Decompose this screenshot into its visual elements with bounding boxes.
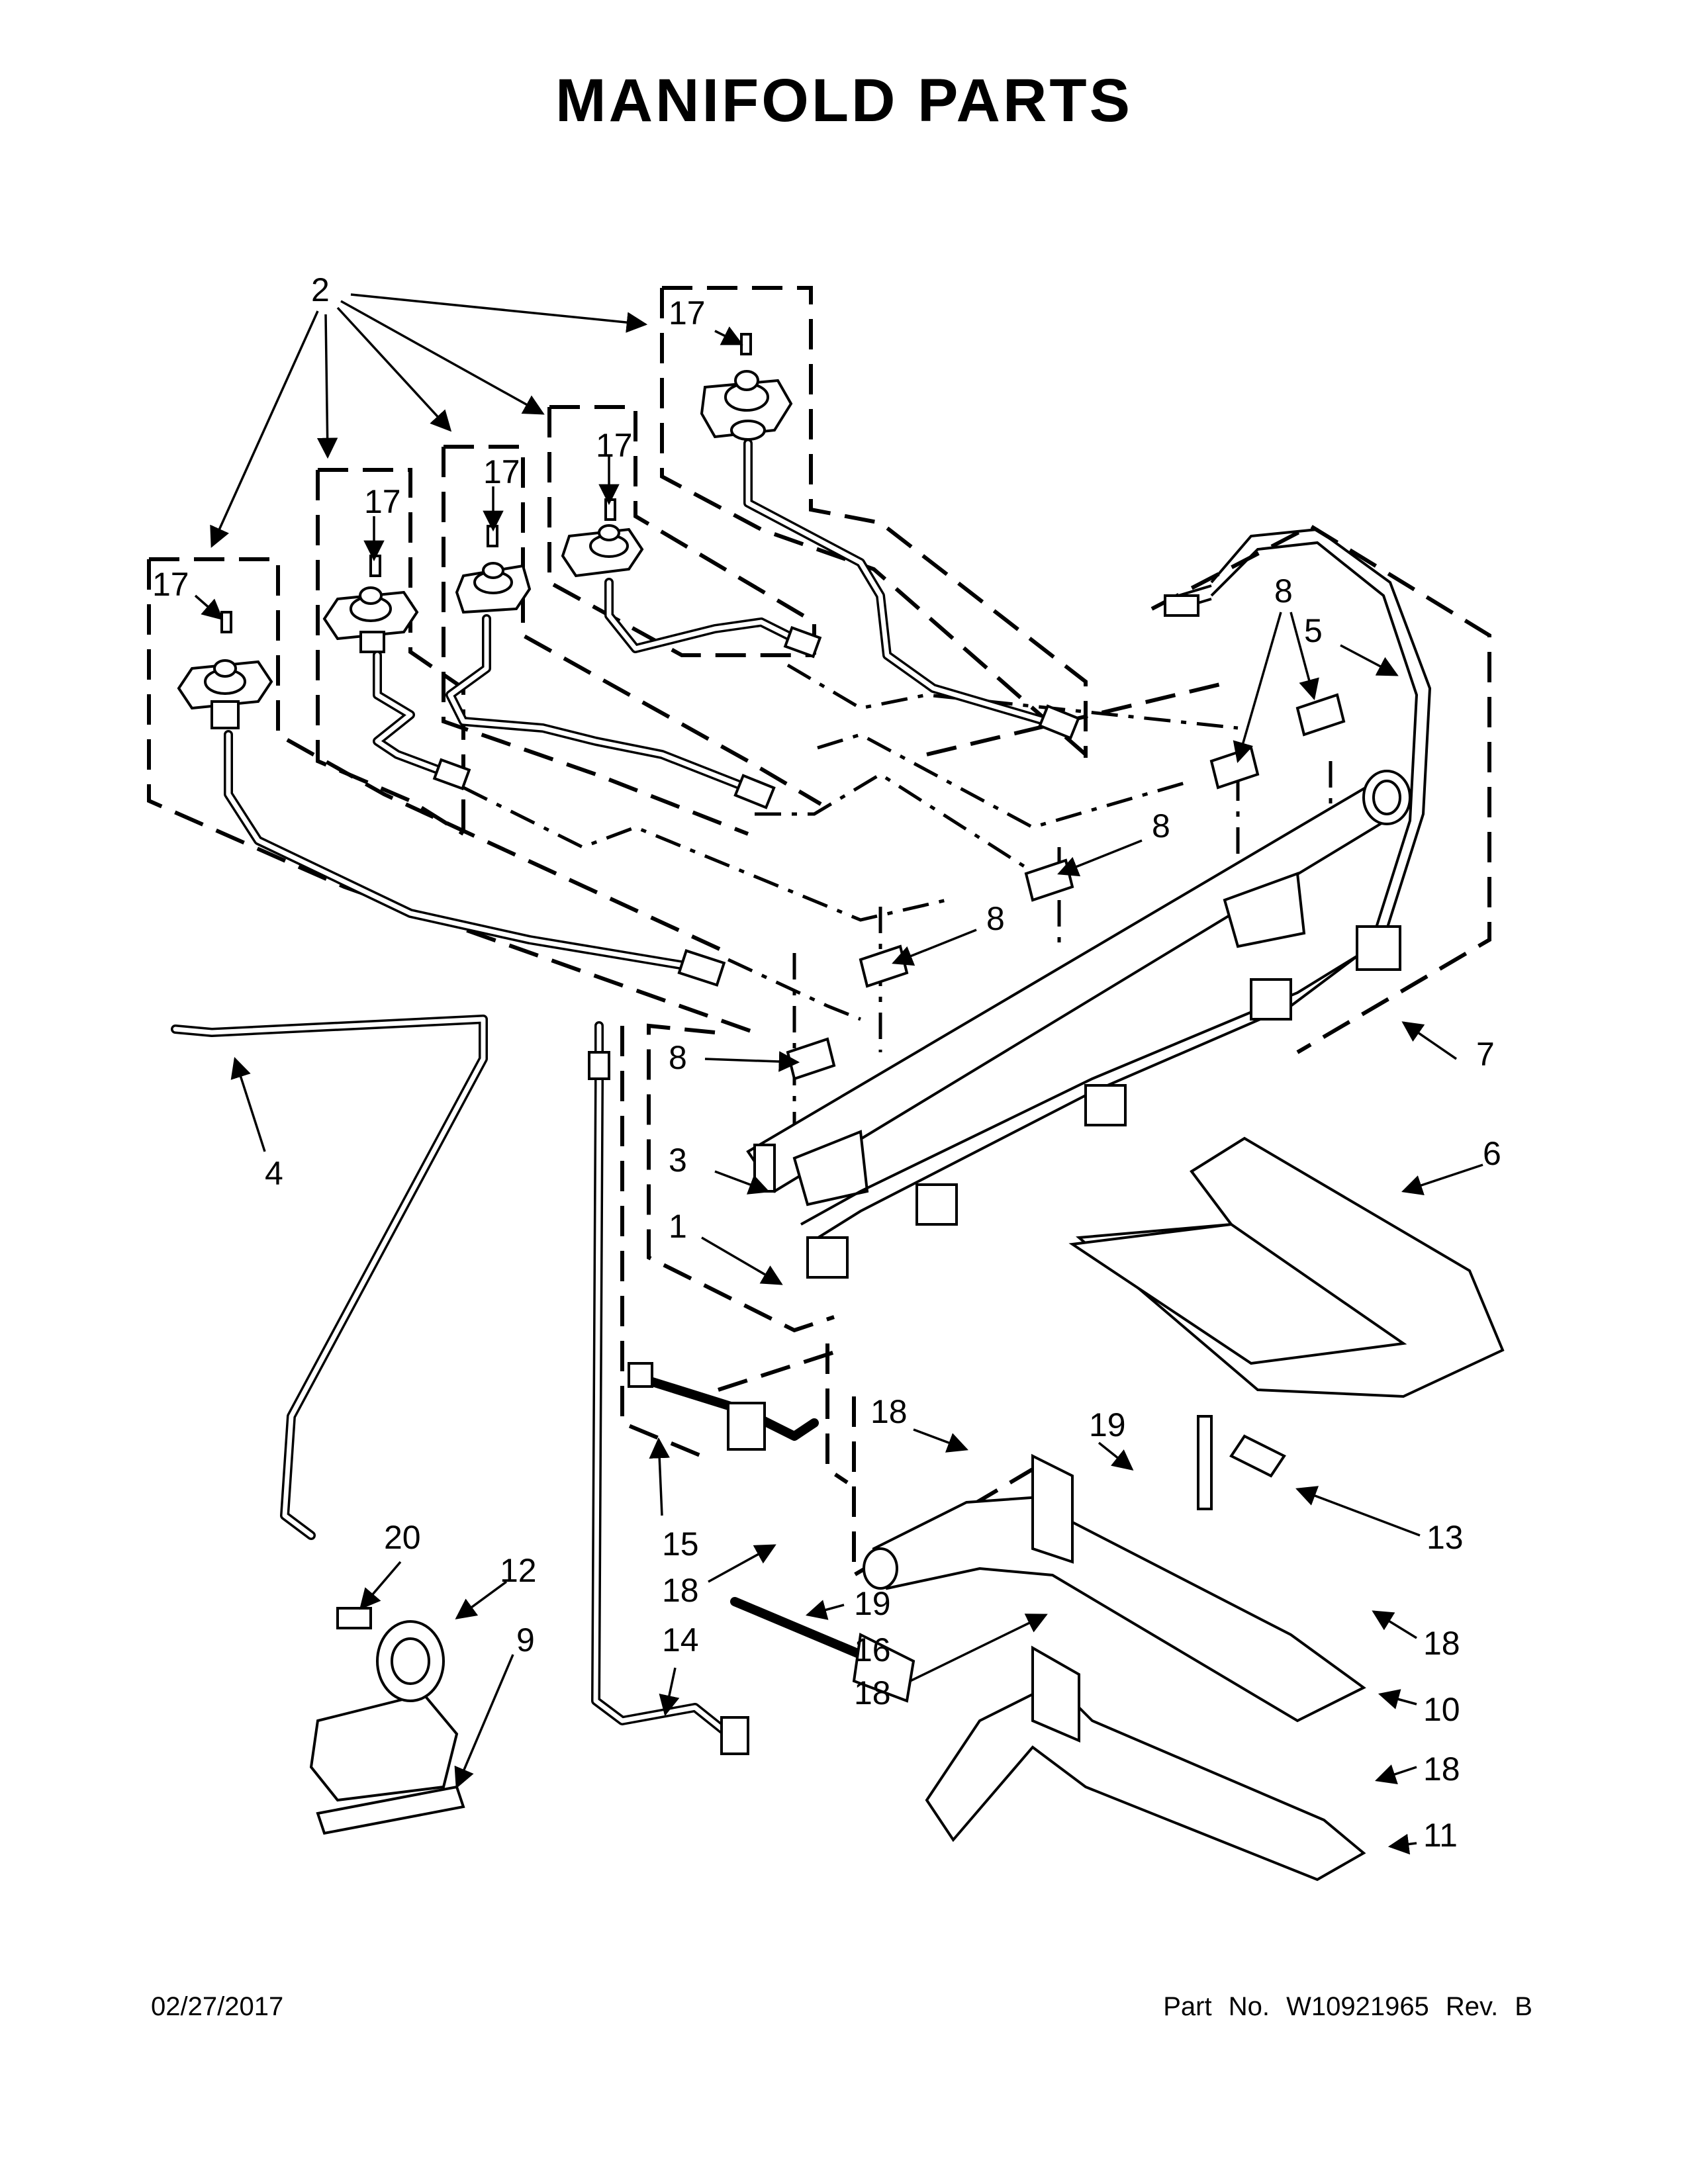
callout-2: 2 — [311, 271, 330, 308]
callout-17: 17 — [669, 295, 706, 332]
pilot-tube — [171, 1015, 488, 1540]
oven-burner-upper — [863, 1453, 1366, 1723]
callout-18: 18 — [854, 1674, 891, 1711]
igniter-16 — [730, 1597, 915, 1703]
callout-10: 10 — [1423, 1691, 1460, 1728]
callout-14: 14 — [662, 1621, 699, 1659]
callout-18: 18 — [1423, 1625, 1460, 1662]
callout-6: 6 — [1483, 1135, 1501, 1172]
callout-19: 19 — [854, 1585, 891, 1622]
callout-8: 8 — [669, 1039, 687, 1076]
igniter-13 — [1197, 1415, 1286, 1510]
callout-16: 16 — [854, 1631, 891, 1668]
callout-20: 20 — [384, 1519, 421, 1556]
callout-17: 17 — [483, 453, 520, 490]
callout-12: 12 — [500, 1552, 537, 1589]
callout-9: 9 — [516, 1621, 535, 1659]
page-title: MANIFOLD PARTS — [555, 67, 1133, 134]
callout-17: 17 — [596, 427, 633, 464]
callout-8: 8 — [1152, 807, 1170, 844]
callout-18: 18 — [662, 1572, 699, 1609]
wire-harness — [800, 527, 1432, 1279]
callout-7: 7 — [1476, 1036, 1495, 1073]
supply-tube — [588, 1021, 749, 1755]
callout-19: 19 — [1089, 1406, 1126, 1443]
manifold-pipe — [746, 693, 1411, 1206]
burner-valve-3 — [445, 525, 776, 809]
callout-11: 11 — [1423, 1817, 1458, 1854]
burner-valve-4 — [561, 498, 822, 659]
callout-4: 4 — [265, 1155, 283, 1192]
callout-17: 17 — [364, 483, 401, 520]
callout-13: 13 — [1427, 1519, 1464, 1556]
elbow-fitting — [628, 1362, 819, 1451]
callout-5: 5 — [1304, 612, 1323, 649]
callout-1: 1 — [669, 1208, 687, 1245]
burner-valve-5 — [700, 333, 1080, 740]
callout-8: 8 — [1274, 572, 1293, 610]
heat-shield — [1068, 1136, 1505, 1398]
burner-valve-1 — [177, 611, 726, 987]
oven-burner-lower — [925, 1645, 1366, 1882]
callout-3: 3 — [669, 1142, 687, 1179]
callout-8: 8 — [986, 900, 1005, 937]
callout-18: 18 — [870, 1393, 908, 1430]
pressure-regulator — [309, 1607, 465, 1835]
callout-labels: 2 17 17 17 17 17 8 5 8 8 8 7 6 3 1 4 18 … — [152, 271, 1501, 1854]
leader-lines — [194, 293, 1483, 1855]
callout-17: 17 — [152, 566, 189, 603]
callout-15: 15 — [662, 1525, 699, 1563]
footer-part-number: Part No. W10921965 Rev. B — [1163, 1992, 1532, 2021]
callout-18: 18 — [1423, 1751, 1460, 1788]
footer-date: 02/27/2017 — [151, 1992, 284, 2021]
burner-valve-2 — [322, 555, 471, 791]
